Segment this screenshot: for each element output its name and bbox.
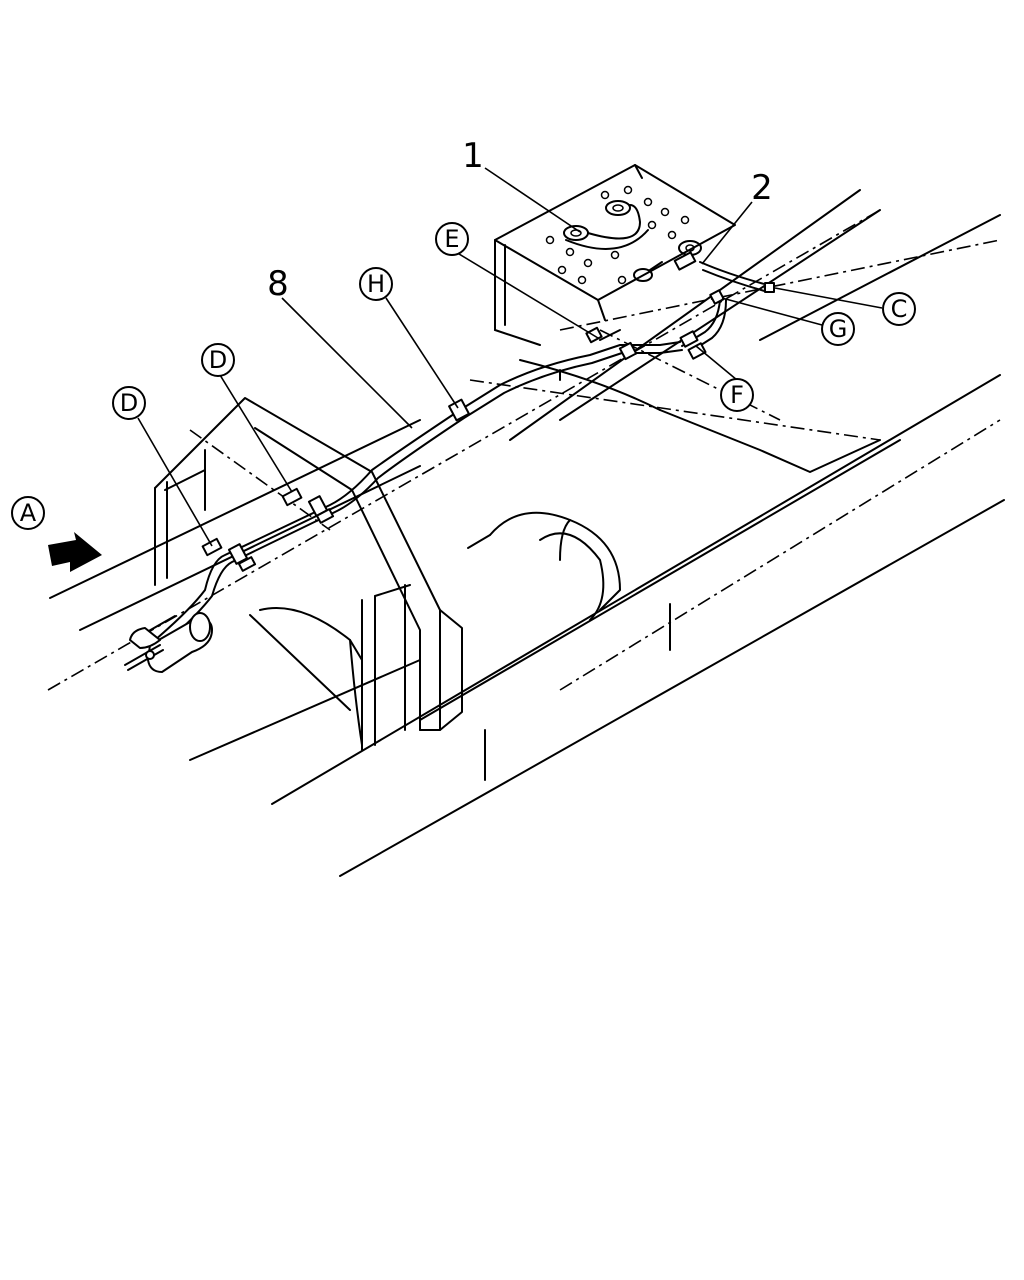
callout-a: A — [11, 496, 45, 530]
cross-member — [154, 397, 463, 751]
svg-text:8: 8 — [267, 264, 289, 304]
part-number-1: 1 — [462, 136, 484, 176]
svg-text:F: F — [730, 381, 744, 409]
callout-d-right: D — [201, 343, 235, 377]
fuel-line-tube — [154, 299, 727, 649]
fuel-filter — [124, 612, 213, 673]
svg-text:2: 2 — [751, 168, 773, 208]
callout-f: F — [720, 378, 754, 412]
arrow-a-icon — [48, 532, 102, 572]
svg-text:D: D — [209, 346, 227, 374]
callout-c: C — [882, 292, 916, 326]
tank-fitting — [633, 240, 702, 282]
svg-text:1: 1 — [462, 136, 484, 176]
callout-h: H — [359, 267, 393, 301]
svg-text:C: C — [891, 295, 908, 323]
svg-text:E: E — [444, 225, 459, 253]
fuel-tank — [494, 164, 736, 346]
vent-line — [699, 261, 775, 293]
leader-lines — [137, 167, 883, 547]
callout-g: G — [821, 312, 855, 346]
svg-text:H: H — [367, 270, 385, 298]
tank-surface-dots — [545, 185, 690, 285]
svg-text:G: G — [829, 315, 848, 343]
svg-text:D: D — [120, 389, 138, 417]
part-number-8: 8 — [267, 264, 289, 304]
callout-e: E — [435, 222, 469, 256]
fuel-sender-unit — [563, 200, 649, 250]
callout-d-left: D — [112, 386, 146, 420]
part-number-2: 2 — [751, 168, 773, 208]
frame-rails — [47, 189, 1005, 877]
svg-text:A: A — [20, 499, 37, 527]
